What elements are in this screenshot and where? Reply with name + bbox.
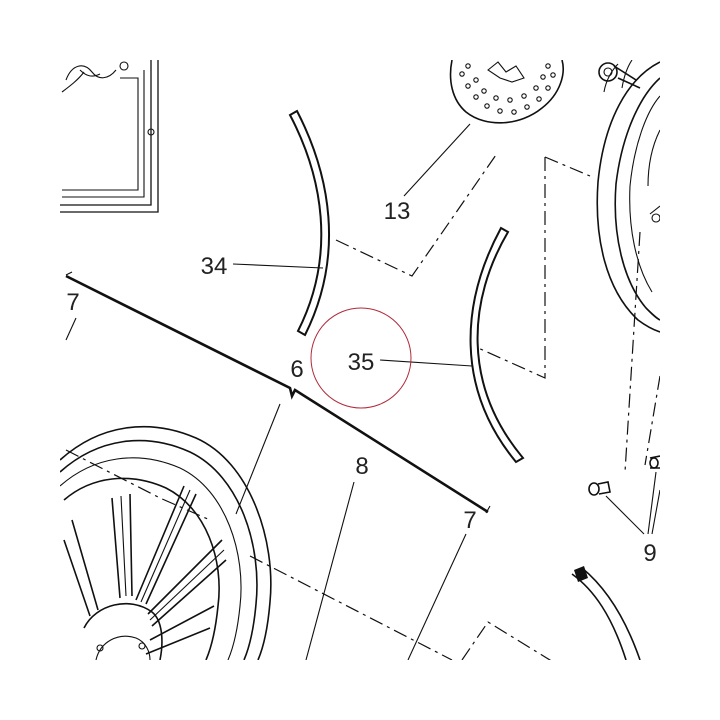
brake-disc — [449, 60, 564, 124]
callout-13: 13 — [384, 198, 411, 225]
callout-6: 6 — [290, 356, 303, 383]
callout-7-bottom: 7 — [463, 507, 476, 534]
callout-34: 34 — [201, 253, 228, 280]
highlight-circle — [310, 307, 412, 409]
front-wheel — [60, 425, 272, 660]
section-line — [65, 271, 491, 514]
decal-plate — [60, 60, 159, 213]
callout-8: 8 — [355, 453, 368, 480]
leader-lines — [65, 123, 660, 660]
stripe-decal-35 — [469, 226, 525, 464]
callout-9: 9 — [643, 540, 656, 567]
disc-vent-holes — [459, 63, 556, 115]
assembly-centerlines — [65, 151, 660, 660]
callout-7-top: 7 — [66, 289, 79, 316]
screw-parts — [588, 455, 660, 496]
tire-segment — [571, 566, 641, 660]
wheel-spokes — [63, 485, 227, 655]
rear-wheel-rim — [596, 60, 660, 333]
stripe-decal-34 — [288, 109, 331, 337]
callout-35: 35 — [348, 349, 375, 376]
